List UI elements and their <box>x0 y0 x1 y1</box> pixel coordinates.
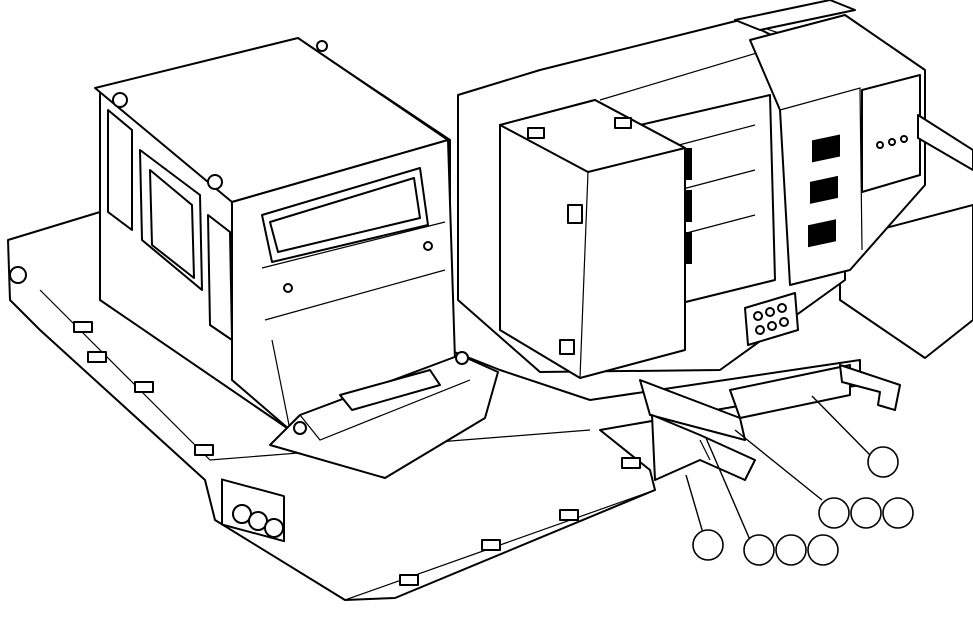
channel-brackets <box>651 364 901 481</box>
electrical-box <box>734 0 973 286</box>
callout-3 <box>850 497 882 529</box>
operator-cab <box>94 37 456 431</box>
cab-pedestal <box>269 351 499 479</box>
callout-6 <box>743 534 775 566</box>
callout-1 <box>867 446 899 478</box>
callout-5 <box>692 529 724 561</box>
connector-panel <box>744 292 799 346</box>
callout-8 <box>807 534 839 566</box>
callout-2 <box>818 497 850 529</box>
callouts <box>692 446 914 566</box>
front-cabinet <box>499 99 686 379</box>
callout-4 <box>882 497 914 529</box>
leader-lines <box>685 395 871 541</box>
callout-7 <box>775 534 807 566</box>
